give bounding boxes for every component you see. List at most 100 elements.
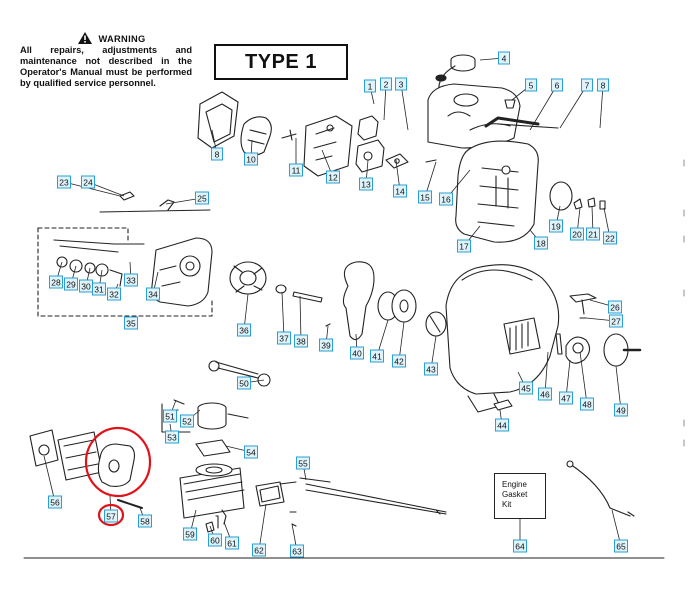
callout-box [104, 509, 118, 523]
kit-line-3: Kit [502, 500, 512, 509]
part-callout-38[interactable]: 38 [294, 334, 308, 348]
part-callout-17[interactable]: 17 [457, 239, 471, 253]
part-callout-23[interactable]: 23 [57, 175, 71, 189]
part-callout-8[interactable]: 8 [211, 147, 223, 161]
part-callout-59[interactable]: 59 [183, 527, 197, 541]
part-callout-64[interactable]: 64 [513, 539, 527, 553]
callout-number: 46 [540, 389, 550, 399]
part-callout-32[interactable]: 32 [107, 287, 121, 301]
part-callout-43[interactable]: 43 [424, 362, 438, 376]
callout-box [326, 170, 340, 184]
part-callout-33[interactable]: 33 [124, 273, 138, 287]
part-callout-50[interactable]: 50 [237, 376, 251, 390]
leader-line [281, 291, 285, 339]
part-callout-24[interactable]: 24 [81, 175, 95, 189]
part-callout-12[interactable]: 12 [326, 170, 340, 184]
callout-box [319, 338, 333, 352]
callout-box [211, 147, 223, 161]
callout-box [244, 152, 258, 166]
callout-number: 2 [384, 79, 389, 89]
part-callout-22[interactable]: 22 [603, 231, 617, 245]
part-callout-20[interactable]: 20 [570, 227, 584, 241]
part-callout-42[interactable]: 42 [392, 354, 406, 368]
fan-housing-drawing [455, 140, 539, 243]
part-callout-60[interactable]: 60 [208, 533, 222, 547]
callout-box [57, 175, 71, 189]
part-callout-30[interactable]: 30 [79, 279, 93, 293]
part-callout-34[interactable]: 34 [146, 287, 160, 301]
callout-box [608, 300, 622, 314]
callout-box [237, 376, 251, 390]
part-callout-57[interactable]: 57 [104, 509, 118, 523]
part-callout-56[interactable]: 56 [48, 495, 62, 509]
part-callout-48[interactable]: 48 [580, 397, 594, 411]
part-callout-58[interactable]: 58 [138, 514, 152, 528]
callout-box [237, 323, 251, 337]
part-callout-63[interactable]: 63 [290, 544, 304, 558]
part-callout-10[interactable]: 10 [244, 152, 258, 166]
callout-number: 47 [561, 393, 571, 403]
part-callout-52[interactable]: 52 [180, 414, 194, 428]
part-callout-65[interactable]: 65 [614, 539, 628, 553]
callout-box [48, 495, 62, 509]
piston-drawing [197, 402, 249, 430]
part-callout-41[interactable]: 41 [370, 349, 384, 363]
part-callout-54[interactable]: 54 [244, 445, 258, 459]
part-callout-16[interactable]: 16 [439, 192, 453, 206]
part-callout-31[interactable]: 31 [92, 282, 106, 296]
part-callout-39[interactable]: 39 [319, 338, 333, 352]
part-callout-27[interactable]: 27 [609, 314, 623, 328]
part-callout-11[interactable]: 11 [289, 163, 303, 177]
part-callout-37[interactable]: 37 [277, 331, 291, 345]
o-ring-drawing [549, 181, 573, 211]
part-callout-53[interactable]: 53 [165, 430, 179, 444]
part-callout-6[interactable]: 6 [551, 78, 563, 92]
leader-line [63, 181, 121, 197]
callout-number: 14 [395, 186, 405, 196]
callout-number: 8 [601, 80, 606, 90]
callout-number: 64 [515, 541, 525, 551]
part-callout-45[interactable]: 45 [519, 381, 533, 395]
part-callout-5[interactable]: 5 [525, 78, 537, 92]
part-callout-15[interactable]: 15 [418, 190, 432, 204]
part-callout-14[interactable]: 14 [393, 184, 407, 198]
part-callout-3[interactable]: 3 [395, 77, 407, 91]
callout-number: 65 [616, 541, 626, 551]
carburetor-drawing [303, 115, 353, 177]
part-callout-2[interactable]: 2 [380, 77, 392, 91]
part-callout-35[interactable]: 35 [124, 316, 138, 330]
part-callout-25[interactable]: 25 [195, 191, 209, 205]
air-filter-cover-drawing [197, 91, 239, 149]
part-callout-18[interactable]: 18 [534, 236, 548, 250]
part-callout-1[interactable]: 1 [364, 79, 376, 93]
leader-line [559, 84, 588, 129]
callout-number: 48 [582, 399, 592, 409]
leader-line [43, 455, 56, 503]
muffler-drawing [29, 429, 103, 481]
callout-box [64, 277, 78, 291]
part-callout-36[interactable]: 36 [237, 323, 251, 337]
diagram-title: TYPE 1 [214, 44, 348, 80]
part-callout-8[interactable]: 8 [597, 78, 609, 92]
part-callout-49[interactable]: 49 [614, 403, 628, 417]
part-callout-29[interactable]: 29 [64, 277, 78, 291]
callout-box [538, 387, 552, 401]
part-callout-21[interactable]: 21 [586, 227, 600, 241]
part-callout-46[interactable]: 46 [538, 387, 552, 401]
part-callout-19[interactable]: 19 [549, 219, 563, 233]
part-callout-7[interactable]: 7 [581, 78, 593, 92]
part-callout-28[interactable]: 28 [49, 275, 63, 289]
part-callout-55[interactable]: 55 [296, 456, 310, 470]
part-callout-26[interactable]: 26 [608, 300, 622, 314]
part-callout-62[interactable]: 62 [252, 543, 266, 557]
part-callout-40[interactable]: 40 [350, 346, 364, 360]
part-callout-51[interactable]: 51 [163, 409, 177, 423]
part-callout-61[interactable]: 61 [225, 536, 239, 550]
callout-box [393, 184, 407, 198]
callout-box [195, 191, 209, 205]
part-callout-13[interactable]: 13 [359, 177, 373, 191]
part-callout-47[interactable]: 47 [559, 391, 573, 405]
part-callout-4[interactable]: 4 [498, 51, 510, 65]
part-callout-44[interactable]: 44 [495, 418, 509, 432]
